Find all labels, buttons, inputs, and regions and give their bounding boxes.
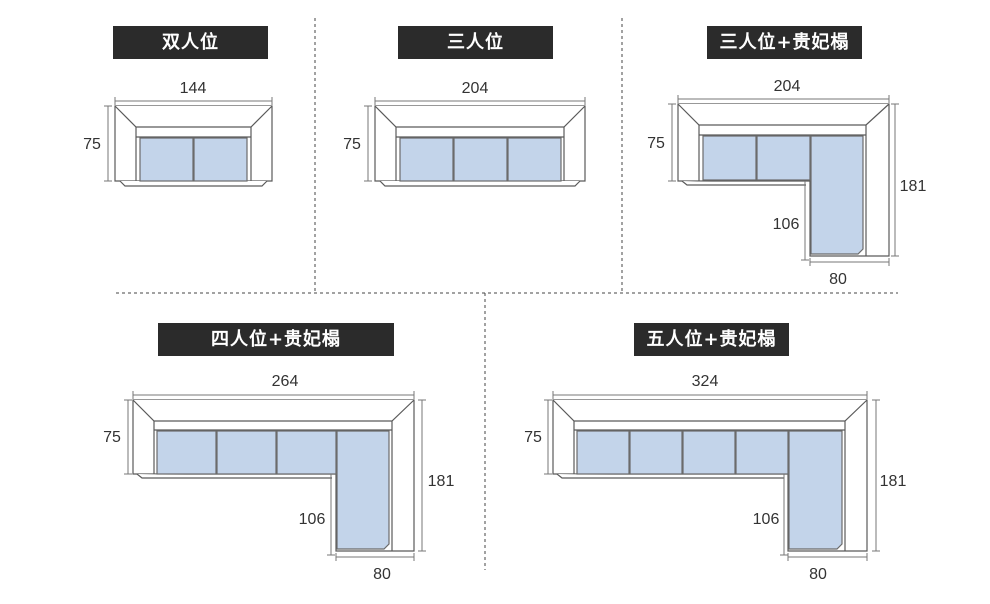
sofa-five-chaise (552, 399, 868, 552)
title-triple: 三人位 (398, 26, 553, 59)
label-triple-chaise-width: 204 (774, 78, 801, 95)
cushion (453, 137, 508, 182)
sofa-triple-chaise (677, 103, 890, 257)
cushion (756, 135, 811, 181)
cushion (139, 137, 194, 182)
dimension-five-chaise-width (552, 391, 868, 399)
dimension-quad-chaise-length (327, 474, 335, 556)
dimension-quad-chaise-total (418, 399, 426, 552)
chaise-cushion (336, 430, 390, 550)
cushion (216, 430, 277, 475)
title-double: 双人位 (113, 26, 268, 59)
label-quad-chaise-depth: 75 (103, 429, 121, 446)
cushion (193, 137, 248, 182)
cushion (629, 430, 683, 475)
sofa-quad-chaise (132, 399, 415, 552)
label-five-chaise-chaise-width: 80 (809, 566, 827, 583)
dimension-triple-chaise-width (677, 95, 890, 103)
label-triple-width: 204 (462, 80, 489, 97)
dimension-five-chaise-length (780, 474, 788, 556)
dimension-five-chaise-depth (544, 399, 552, 475)
label-five-chaise-length: 106 (753, 511, 780, 528)
label-five-chaise-depth: 75 (524, 429, 542, 446)
dimension-quad-chaise-depth (124, 399, 132, 475)
cushion (682, 430, 736, 475)
title-quad-chaise: 四人位+贵妃榻 (158, 323, 394, 356)
title-triple-chaise: 三人位+贵妃榻 (707, 26, 862, 59)
cushion (735, 430, 789, 475)
chaise-cushion (810, 135, 864, 255)
title-five-chaise: 五人位+贵妃榻 (634, 323, 789, 356)
dimension-five-chaise-chaise-width (787, 553, 868, 561)
label-quad-chaise-chaise-width: 80 (373, 566, 391, 583)
dimension-triple-chaise-chaise-width (809, 258, 890, 266)
sofa-triple (374, 105, 586, 187)
label-double-width: 144 (180, 80, 207, 97)
dimension-quad-chaise-width (132, 391, 415, 399)
dimension-triple-depth (364, 105, 372, 182)
label-quad-chaise-total: 181 (428, 473, 455, 490)
dimension-triple-chaise-depth (668, 103, 676, 182)
label-five-chaise-total: 181 (880, 473, 907, 490)
label-quad-chaise-width: 264 (272, 373, 299, 390)
chaise-cushion (788, 430, 843, 550)
label-triple-chaise-depth: 75 (647, 135, 665, 152)
cushion (276, 430, 337, 475)
label-triple-chaise-total: 181 (900, 178, 927, 195)
dimension-triple-width (374, 97, 586, 105)
dimension-double-width (114, 97, 273, 105)
label-double-depth: 75 (83, 136, 101, 153)
label-five-chaise-width: 324 (692, 373, 719, 390)
dimension-five-chaise-total (872, 399, 880, 552)
cushion (399, 137, 454, 182)
dimension-triple-chaise-total (891, 103, 899, 257)
dimension-quad-chaise-chaise-width (335, 553, 415, 561)
label-triple-depth: 75 (343, 136, 361, 153)
label-quad-chaise-length: 106 (299, 511, 326, 528)
dimension-triple-chaise-length (801, 181, 809, 261)
cushion (576, 430, 630, 475)
dimension-double-depth (104, 105, 112, 182)
sofa-double (114, 105, 273, 187)
label-triple-chaise-length: 106 (773, 216, 800, 233)
cushion (507, 137, 562, 182)
label-triple-chaise-chaise-width: 80 (829, 271, 847, 288)
cushion (156, 430, 217, 475)
cushion (702, 135, 757, 181)
